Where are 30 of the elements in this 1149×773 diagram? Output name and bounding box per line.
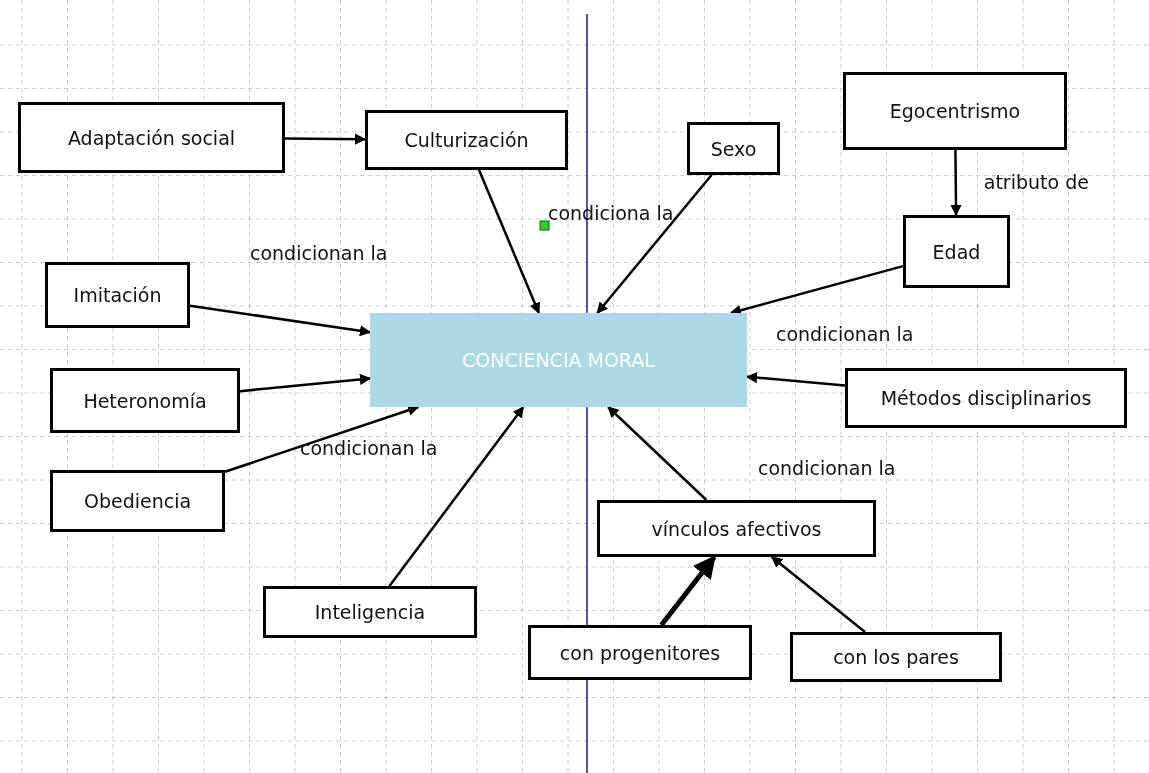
arrow [607,406,708,501]
relation-label: condicionan la [758,457,896,479]
concept-box: Sexo [687,122,780,175]
concept-box: Métodos disciplinarios [845,368,1127,428]
concept-box: Edad [903,215,1010,288]
relation-label: condicionan la [300,437,438,459]
arrow [477,169,541,315]
arrow [285,133,367,145]
concept-box: Imitación [45,262,190,328]
concept-box: con progenitores [528,625,752,680]
concept-box: vínculos afectivos [597,500,876,557]
arrow [771,556,866,633]
arrow [596,174,713,314]
concept-box: Heteronomía [50,368,240,433]
arrow [729,264,904,316]
relation-label: condicionan la [250,242,388,264]
concept-box: Obediencia [50,470,225,532]
arrow [659,555,717,627]
concept-box: Egocentrismo [843,72,1067,150]
concept-box: con los pares [790,632,1002,682]
arrow [388,406,525,587]
arrow [239,373,372,393]
central-concept-box: CONCIENCIA MORAL [370,313,747,407]
arrow [189,304,372,337]
concept-box: Culturización [365,110,568,170]
concept-box: Adaptación social [18,102,285,173]
concept-box: Inteligencia [263,586,477,638]
arrow [950,150,962,217]
edge-label: atributo de [983,170,1089,193]
relation-label: condicionan la [776,323,914,345]
